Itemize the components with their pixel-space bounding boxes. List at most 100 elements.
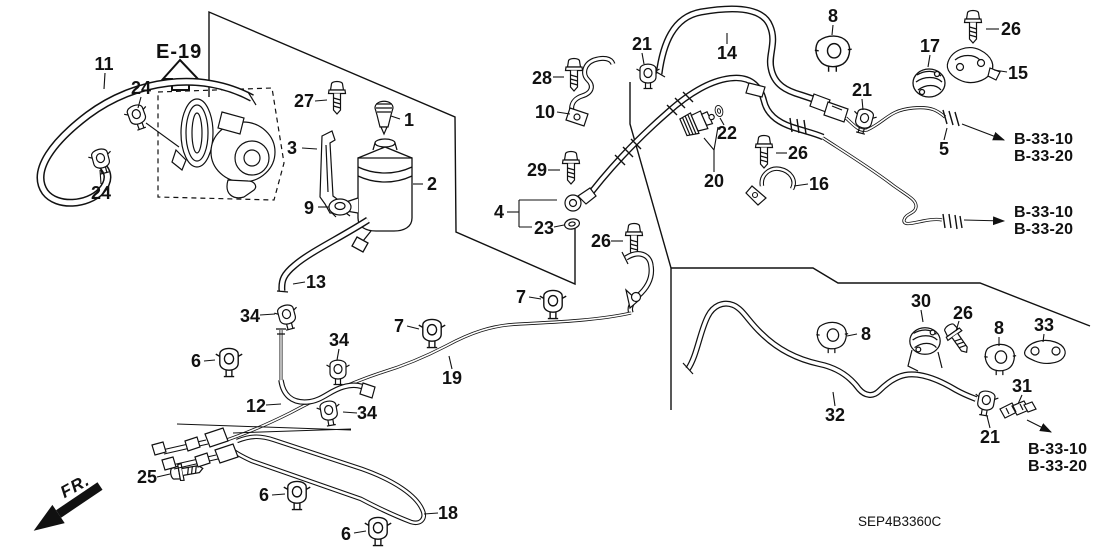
- engine-ref-label[interactable]: E-19: [156, 41, 203, 63]
- e19-dashed-outline: [157, 87, 285, 201]
- leader-line: [528, 296, 542, 300]
- callout-10[interactable]: 10: [534, 102, 556, 122]
- callout-22[interactable]: 22: [716, 123, 738, 143]
- leader-line: [955, 320, 960, 332]
- callout-2[interactable]: 2: [426, 174, 438, 194]
- page-ref-line: B-33-20: [1014, 148, 1074, 165]
- leader-line: [846, 333, 858, 337]
- callout-34[interactable]: 34: [328, 330, 350, 350]
- callout-21[interactable]: 21: [631, 34, 653, 54]
- cushion-30-icon: [909, 327, 941, 355]
- callout-6[interactable]: 6: [190, 351, 202, 371]
- callout-13[interactable]: 13: [305, 272, 327, 292]
- clamp-34-icon: [325, 359, 351, 386]
- reservoir-tank-2: [342, 138, 413, 253]
- callout-7[interactable]: 7: [515, 287, 527, 307]
- page-ref-line: B-33-10: [1014, 204, 1074, 221]
- callout-3[interactable]: 3: [286, 138, 298, 158]
- callout-34[interactable]: 34: [356, 403, 378, 423]
- clamp-6-icon: [215, 347, 243, 378]
- callout-26[interactable]: 26: [1000, 19, 1022, 39]
- callout-21[interactable]: 21: [979, 427, 1001, 447]
- callout-26[interactable]: 26: [952, 303, 974, 323]
- page-ref-arrow: [963, 216, 1006, 226]
- leader-line: [861, 98, 864, 111]
- hose-12: [276, 328, 376, 405]
- pressure-hose-4: [581, 74, 825, 204]
- callout-29[interactable]: 29: [526, 160, 548, 180]
- leader-line: [793, 183, 809, 187]
- leader-line: [156, 473, 171, 478]
- callout-6[interactable]: 6: [258, 485, 270, 505]
- generated-leaders: [99, 24, 1052, 534]
- callout-9[interactable]: 9: [303, 198, 315, 218]
- pressure-sensor-20-icon: [678, 105, 719, 139]
- page-ref-arrow: [961, 123, 1006, 141]
- callout-30[interactable]: 30: [910, 291, 932, 311]
- oring-23-icon: [563, 216, 581, 232]
- leader-line: [553, 224, 565, 228]
- page-ref-line: B-33-20: [1028, 458, 1088, 475]
- leader-line: [265, 403, 282, 406]
- cushion-strap: [907, 349, 943, 372]
- leader-line: [390, 115, 401, 120]
- diagram-code: SEP4B3360C: [858, 514, 942, 529]
- callout-4[interactable]: 4: [493, 202, 505, 222]
- leader-line: [986, 415, 991, 429]
- power-steering-pump: [171, 98, 276, 199]
- clamp-21-icon: [848, 105, 879, 137]
- clamp-24-icon: [121, 101, 154, 134]
- callout-8[interactable]: 8: [993, 318, 1005, 338]
- callout-31[interactable]: 31: [1011, 376, 1033, 396]
- callout-27[interactable]: 27: [293, 91, 315, 111]
- leader-line: [1042, 333, 1045, 343]
- callout-12[interactable]: 12: [245, 396, 267, 416]
- callout-5[interactable]: 5: [938, 139, 950, 159]
- callout-16[interactable]: 16: [808, 174, 830, 194]
- callout-11[interactable]: 11: [94, 54, 114, 74]
- leader-line: [301, 147, 318, 150]
- bolt-26-icon: [754, 134, 774, 169]
- callout-32[interactable]: 32: [824, 405, 846, 425]
- leader-line: [203, 359, 216, 362]
- clamp-21-icon: [971, 388, 1000, 418]
- callout-26[interactable]: 26: [590, 231, 612, 251]
- callout-33[interactable]: 33: [1033, 315, 1055, 335]
- callout-20[interactable]: 20: [703, 171, 725, 191]
- callout-17[interactable]: 17: [919, 36, 941, 56]
- callout-19[interactable]: 19: [441, 368, 463, 388]
- callout-15[interactable]: 15: [1007, 63, 1029, 83]
- reservoir-cap-1: [374, 100, 394, 136]
- bracket-15: [946, 47, 1001, 84]
- callout-14[interactable]: 14: [716, 43, 738, 63]
- callout-18[interactable]: 18: [437, 503, 459, 523]
- callout-24[interactable]: 24: [90, 183, 112, 203]
- callout-34[interactable]: 34: [239, 306, 261, 326]
- callout-28[interactable]: 28: [531, 68, 553, 88]
- leader-line: [1017, 394, 1023, 405]
- hose-32: [682, 300, 978, 402]
- leader-line: [448, 355, 453, 370]
- page-ref-line: B-33-10: [1014, 131, 1074, 148]
- clamp-34-icon: [315, 398, 344, 428]
- leader-line: [342, 411, 358, 414]
- leader-line: [176, 423, 352, 434]
- callout-21[interactable]: 21: [851, 80, 873, 100]
- return-pipe-19: [220, 311, 632, 444]
- callout-8[interactable]: 8: [860, 324, 872, 344]
- callout-24[interactable]: 24: [130, 78, 152, 98]
- callout-7[interactable]: 7: [393, 316, 405, 336]
- holder-8-icon: [815, 321, 849, 354]
- callout-8[interactable]: 8: [827, 6, 839, 26]
- callout-26[interactable]: 26: [787, 143, 809, 163]
- callout-6[interactable]: 6: [340, 524, 352, 544]
- clamp-9-icon: [328, 198, 352, 218]
- callout-23[interactable]: 23: [533, 218, 555, 238]
- cushion-17-icon: [912, 68, 946, 98]
- callout-25[interactable]: 25: [136, 467, 158, 487]
- callout-1[interactable]: 1: [403, 110, 415, 130]
